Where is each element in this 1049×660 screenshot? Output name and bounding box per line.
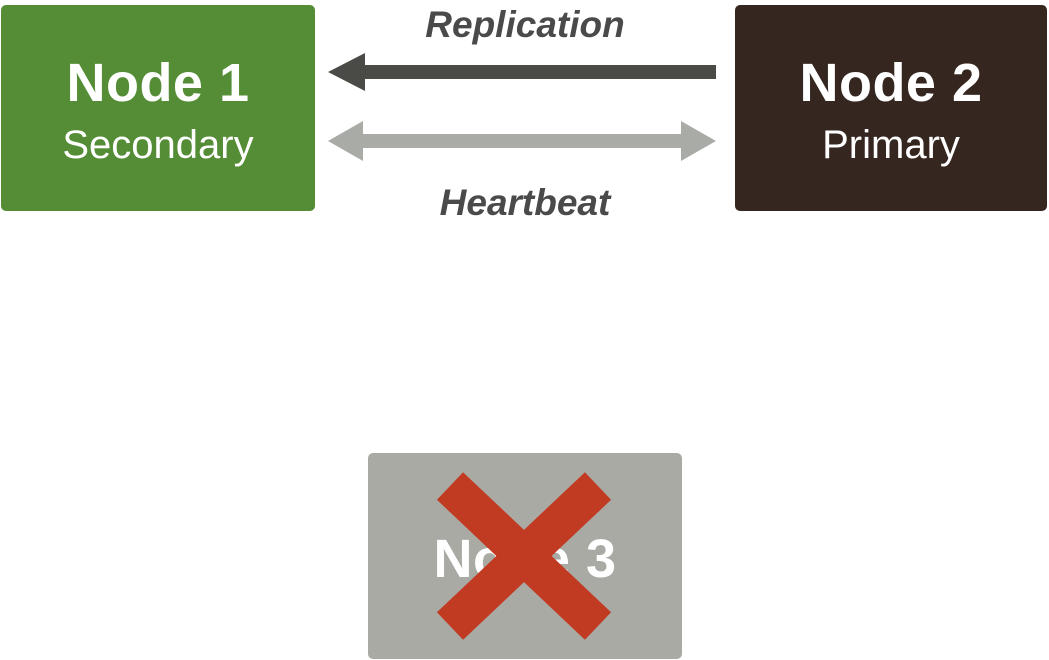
node-2-title: Node 2	[799, 53, 983, 113]
heartbeat-label: Heartbeat	[439, 182, 611, 223]
node-1-role: Secondary	[62, 123, 254, 167]
node-2-role: Primary	[822, 123, 960, 167]
replication-label: Replication	[425, 4, 625, 45]
node-2-box: Node 2 Primary	[735, 5, 1047, 211]
node-1-title: Node 1	[66, 53, 250, 113]
node-1-box: Node 1 Secondary	[1, 5, 315, 211]
heartbeat-arrow	[328, 121, 716, 161]
replication-arrow	[328, 53, 716, 91]
cross-x-icon	[436, 472, 612, 640]
